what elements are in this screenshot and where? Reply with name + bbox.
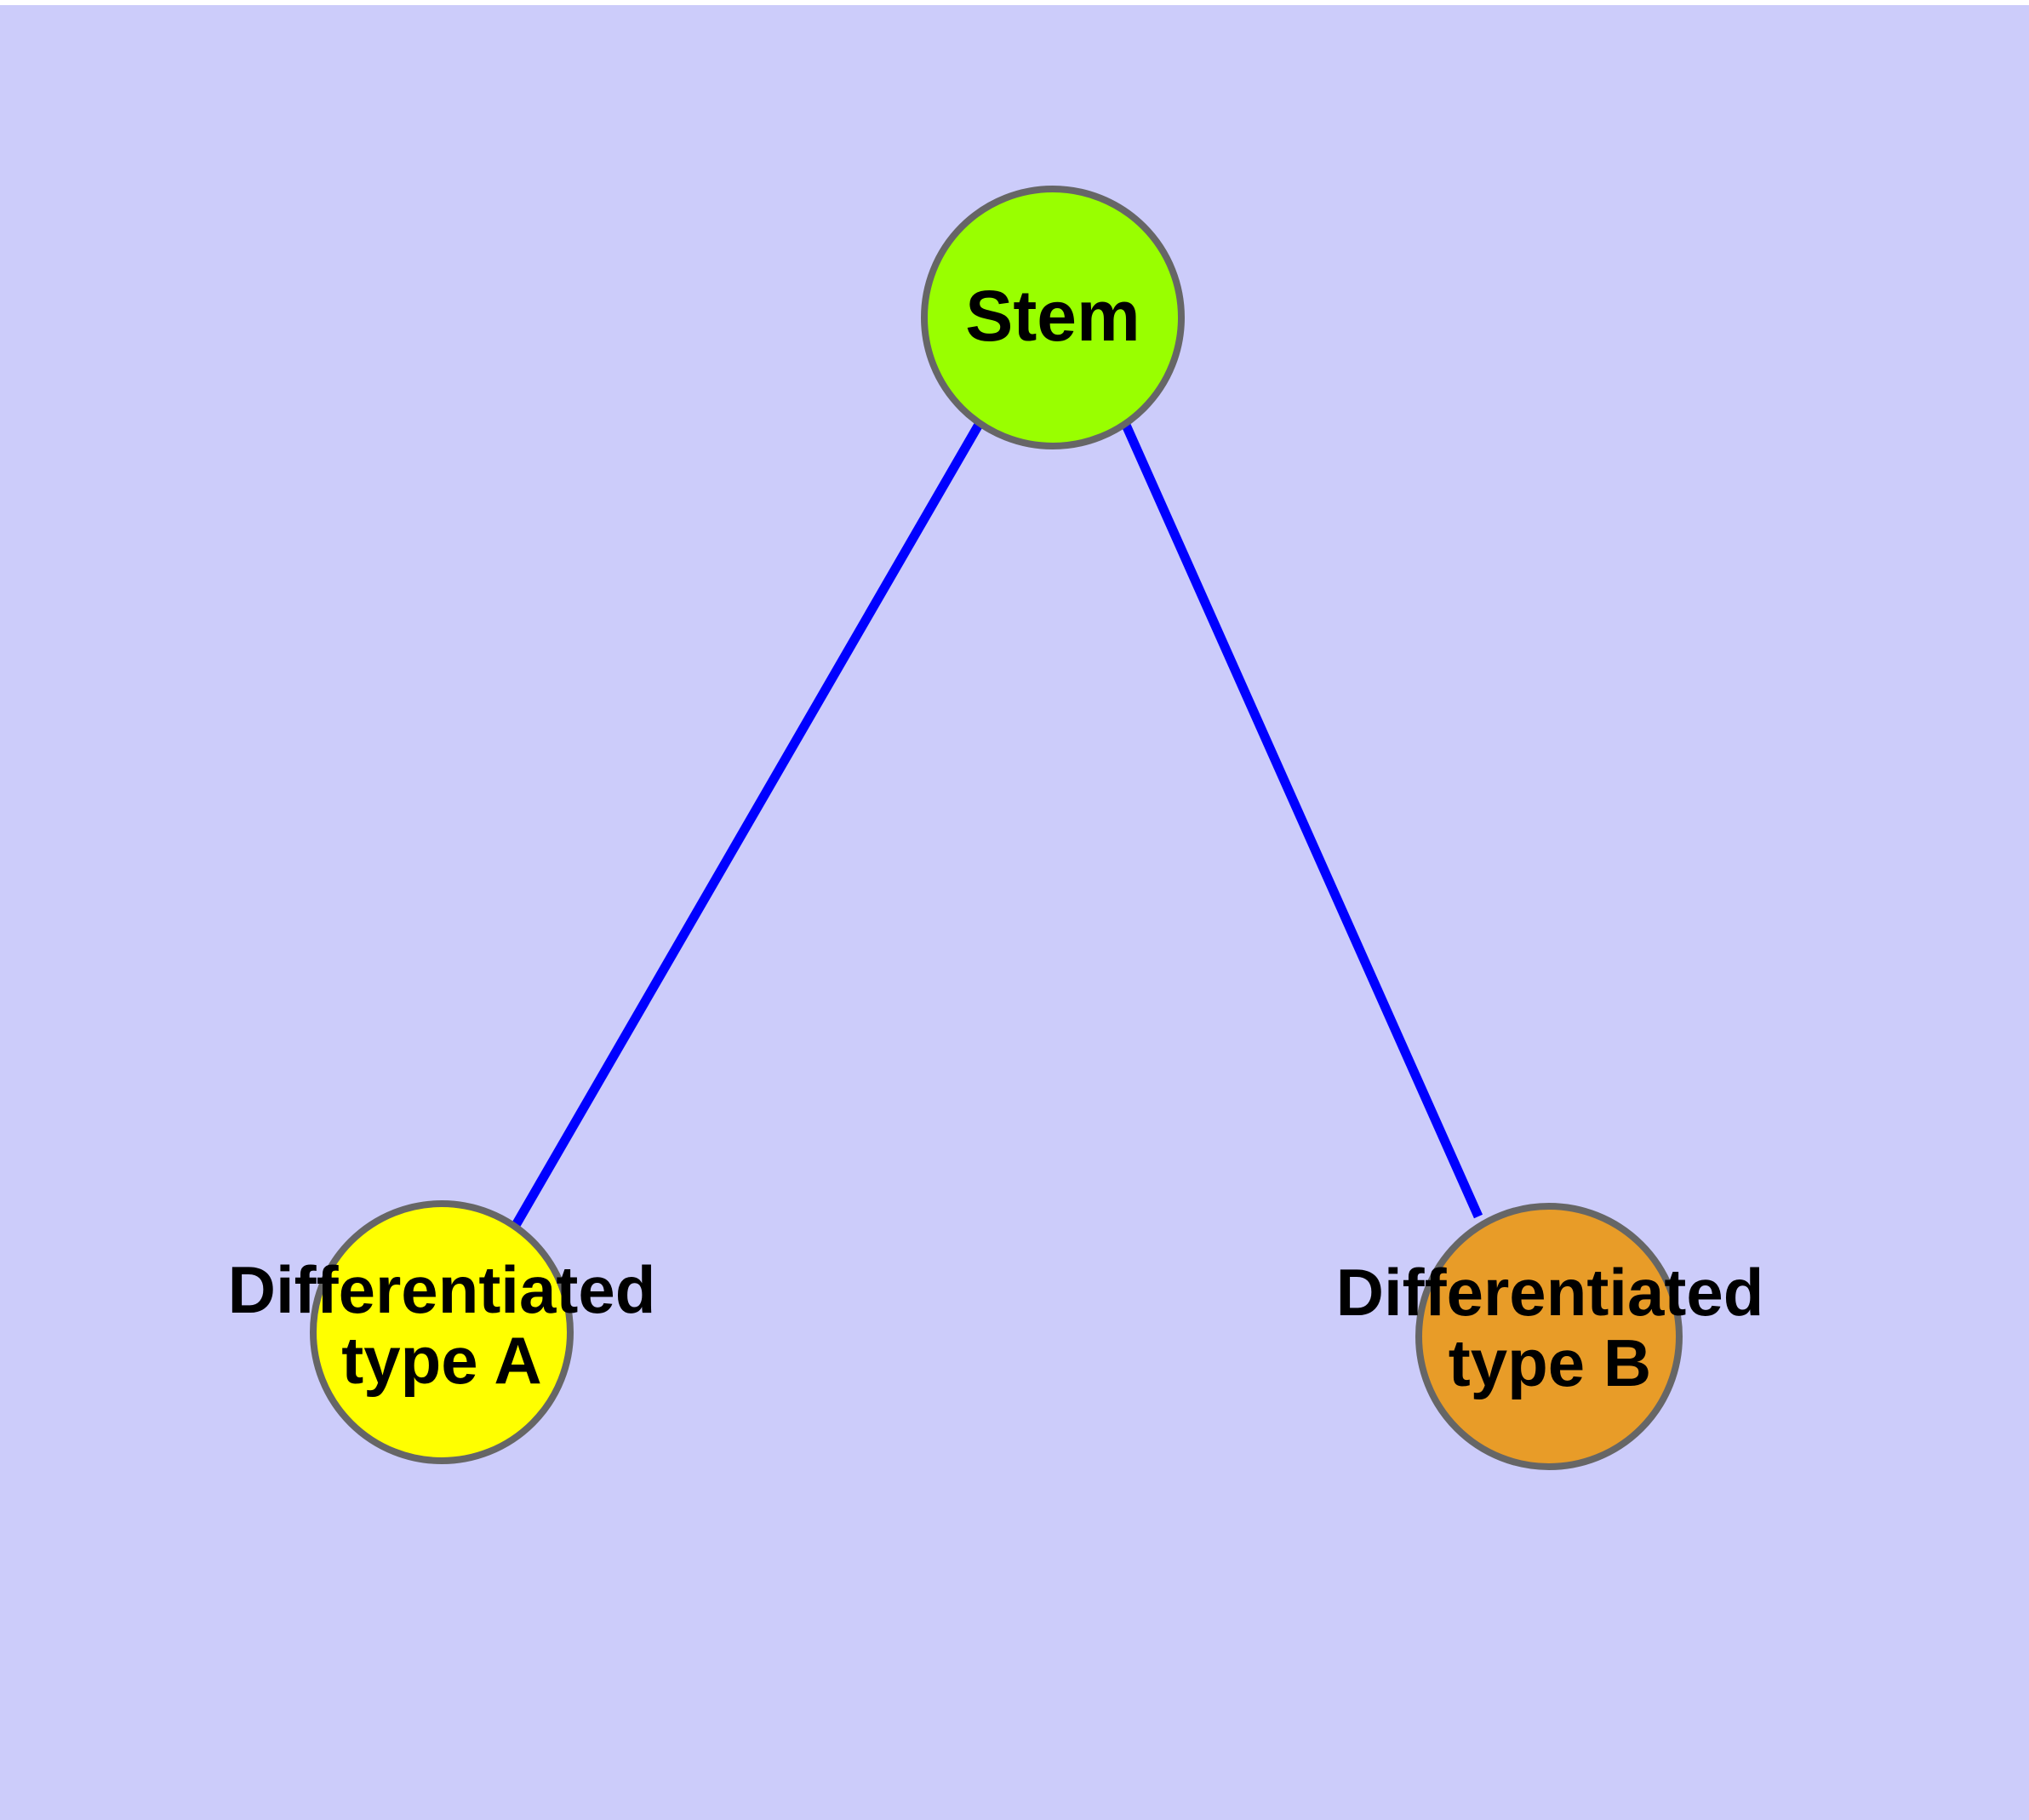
edge-stem-to-type-a [511,421,984,1229]
node-circle-type-a[interactable] [310,1200,574,1464]
node-group [310,186,1683,1470]
node-circle-stem[interactable] [921,186,1185,449]
edge-stem-to-type-b [1120,421,1483,1219]
node-circle-type-b[interactable] [1415,1203,1683,1470]
edge-group [511,421,1483,1229]
